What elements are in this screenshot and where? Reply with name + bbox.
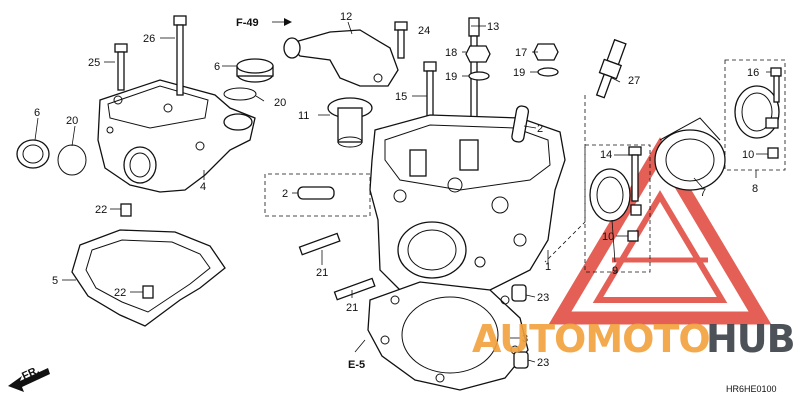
callout-25: 25 — [88, 57, 100, 69]
leader-lines — [34, 21, 771, 363]
callout-13: 13 — [487, 21, 499, 33]
watermark-automoto: AUTOMOTO — [472, 317, 710, 361]
callout-26: 26 — [143, 33, 155, 45]
dowel-part-23-upper — [511, 284, 527, 302]
callout-2: 2 — [282, 188, 288, 200]
callout-1: 1 — [545, 261, 551, 273]
dowel-part-22-upper — [120, 203, 132, 217]
o-ring-part-20-left — [57, 144, 87, 176]
dashed-box-joint-9 — [584, 144, 651, 273]
nut-part-18 — [465, 45, 491, 63]
callout-24: 24 — [418, 25, 430, 37]
callout-18: 18 — [445, 47, 457, 59]
callout-4: 4 — [200, 181, 206, 193]
front-label: FR. — [20, 364, 41, 382]
dashed-box-head-left — [544, 95, 586, 263]
bolt-part-14 — [628, 146, 642, 202]
band-part-8 — [734, 85, 780, 139]
callout-10: 10 — [742, 149, 754, 161]
head-cover-part-4 — [97, 79, 256, 193]
gasket-part-5 — [71, 229, 226, 327]
callout-7: 7 — [700, 187, 706, 199]
callout-12: 12 — [340, 11, 352, 23]
dashed-box-joint-8 — [724, 59, 786, 171]
callout-23: 23 — [537, 357, 549, 369]
callout-16: 16 — [747, 67, 759, 79]
callout-9: 9 — [612, 265, 618, 277]
ref-arrow-e5 — [354, 339, 366, 353]
callout-14: 14 — [600, 149, 612, 161]
ref-f49: F-49 — [236, 17, 259, 29]
nut-part-10-lower — [627, 230, 639, 242]
callout-27: 27 — [628, 75, 640, 87]
callout-8: 8 — [752, 183, 758, 195]
thermostat-part-11 — [327, 97, 373, 148]
spark-plug-part-27 — [595, 38, 627, 99]
intake-joint-part-7 — [654, 117, 726, 191]
callout-10: 10 — [602, 231, 614, 243]
washer-part-19-right — [537, 67, 559, 77]
callout-2: 2 — [537, 123, 543, 135]
watermark-hub: HUB — [706, 317, 795, 361]
ref-arrow-f49 — [272, 18, 292, 26]
watermark-text: AUTOMOTO HUB — [472, 317, 796, 361]
callout-21: 21 — [346, 302, 358, 314]
callout-22: 22 — [95, 204, 107, 216]
cap-part-6-upper — [236, 58, 274, 83]
callout-15: 15 — [395, 91, 407, 103]
bolt-part-15 — [423, 61, 437, 124]
callout-6: 6 — [214, 61, 220, 73]
watermark-logo — [548, 137, 772, 325]
washer-part-19-left — [468, 71, 490, 81]
callout-17: 17 — [515, 47, 527, 59]
callout-20: 20 — [66, 115, 78, 127]
dashed-box-dowel — [264, 173, 371, 217]
callout-6: 6 — [34, 107, 40, 119]
diagram-code: HR6HE0100 — [726, 384, 777, 394]
callout-3: 3 — [522, 333, 528, 345]
insulator-part-9 — [589, 168, 642, 222]
o-ring-part-20-upper — [223, 87, 257, 101]
cap-part-6-left — [16, 139, 50, 169]
head-gasket-part-3 — [367, 281, 529, 391]
callout-23: 23 — [537, 292, 549, 304]
front-arrow — [8, 368, 50, 392]
dowel-part-22-lower — [142, 285, 154, 299]
ref-e5: E-5 — [348, 359, 365, 371]
bolt-part-25 — [114, 43, 128, 91]
cylinder-head-part-1 — [369, 114, 566, 301]
bolt-part-26 — [173, 15, 187, 96]
callout-20: 20 — [274, 97, 286, 109]
nut-part-10-upper — [767, 147, 779, 159]
callout-5: 5 — [52, 275, 58, 287]
stud-part-21-upper — [298, 232, 341, 256]
callout-22: 22 — [114, 287, 126, 299]
thermostat-cover-part-12 — [283, 29, 399, 87]
bolt-part-24 — [394, 21, 408, 59]
callout-11: 11 — [298, 110, 309, 122]
dowel-part-2-left — [297, 186, 335, 200]
callout-21: 21 — [316, 267, 328, 279]
dowel-part-2-upper — [511, 105, 530, 143]
callout-19: 19 — [445, 71, 457, 83]
stud-part-21-lower — [333, 277, 376, 301]
callout-19: 19 — [513, 67, 525, 79]
